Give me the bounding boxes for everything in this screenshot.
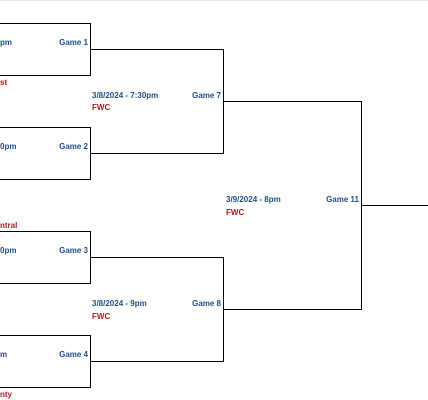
game2-time: 0pm xyxy=(0,142,17,151)
top-border xyxy=(0,0,428,1)
game3-label: Game 3 xyxy=(59,246,88,255)
game7-time: 3/8/2024 - 7:30pm xyxy=(92,91,159,100)
game11-time: 3/9/2024 - 8pm xyxy=(226,195,281,204)
game7-label: Game 7 xyxy=(192,91,221,100)
game11-bottom-line xyxy=(223,309,362,310)
game4-time: m xyxy=(0,350,8,359)
game4-team: nty xyxy=(0,390,12,399)
game3-bottom-line xyxy=(0,283,90,284)
game1-team: st xyxy=(0,78,8,87)
final-connector-line xyxy=(361,205,428,206)
game11-label: Game 11 xyxy=(326,195,359,204)
game2-team: ntral xyxy=(0,221,18,230)
game2-bottom-line xyxy=(0,179,90,180)
game4-bottom-line xyxy=(0,387,90,388)
game4-top-line xyxy=(0,335,90,336)
game3-top-line xyxy=(0,231,90,232)
game3-time: 0pm xyxy=(0,246,17,255)
game1-time: pm xyxy=(0,38,12,47)
game1-label: Game 1 xyxy=(59,38,88,47)
game7-top-line xyxy=(90,49,224,50)
game8-time: 3/8/2024 - 9pm xyxy=(92,299,147,308)
game7-location: FWC xyxy=(92,103,111,112)
game1-bottom-line xyxy=(0,75,90,76)
game1-top-line xyxy=(0,23,90,24)
game2-top-line xyxy=(0,127,90,128)
game11-location: FWC xyxy=(226,208,245,217)
game11-top-line xyxy=(223,101,362,102)
game8-label: Game 8 xyxy=(192,299,221,308)
game8-bottom-line xyxy=(90,361,224,362)
game8-top-line xyxy=(90,257,224,258)
game8-location: FWC xyxy=(92,312,111,321)
game4-label: Game 4 xyxy=(59,350,88,359)
game7-bottom-line xyxy=(90,153,224,154)
game2-label: Game 2 xyxy=(59,142,88,151)
